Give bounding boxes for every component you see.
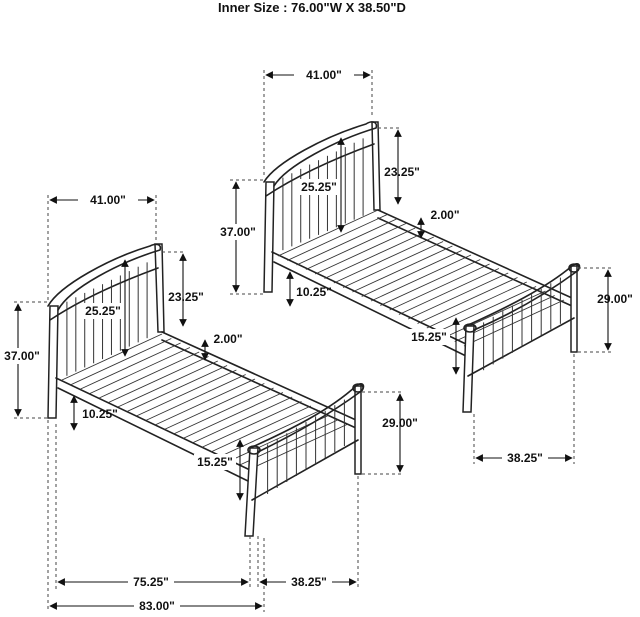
bed-right-drawing bbox=[263, 121, 581, 413]
left-overall-length-label: 83.00" bbox=[139, 599, 175, 613]
right-total-height-label: 37.00" bbox=[220, 225, 256, 239]
bed-left-labels: 41.00" 37.00" 25.25" 23.25" 2.00" 10.25"… bbox=[0, 192, 418, 614]
left-leg-height-label: 10.25" bbox=[82, 407, 118, 421]
right-headboard-width-label: 41.00" bbox=[306, 68, 342, 82]
right-footboard-depth-label: 38.25" bbox=[507, 451, 543, 465]
left-slat-gap-label: 2.00" bbox=[213, 332, 242, 346]
left-headboard-width-label: 41.00" bbox=[90, 193, 126, 207]
left-total-height-label: 37.00" bbox=[4, 349, 40, 363]
left-headboard-panel-label: 25.25" bbox=[85, 304, 121, 318]
inner-size-title: Inner Size : 76.00"W X 38.50"D bbox=[218, 0, 406, 15]
right-slat-gap-label: 2.00" bbox=[430, 208, 459, 222]
left-footboard-panel-label: 15.25" bbox=[197, 455, 233, 469]
right-headboard-upper-label: 23.25" bbox=[384, 165, 420, 179]
left-footboard-height-label: 29.00" bbox=[382, 416, 418, 430]
bed-right-labels: 41.00" 37.00" 25.25" 23.25" 2.00" 10.25"… bbox=[216, 67, 633, 466]
right-leg-height-label: 10.25" bbox=[296, 285, 332, 299]
bed-left-drawing bbox=[47, 243, 365, 537]
right-headboard-panel-label: 25.25" bbox=[301, 180, 337, 194]
left-headboard-upper-label: 23.25" bbox=[168, 290, 204, 304]
right-footboard-height-label: 29.00" bbox=[597, 292, 633, 306]
right-footboard-panel-label: 15.25" bbox=[411, 330, 447, 344]
left-footboard-depth-label: 38.25" bbox=[291, 575, 327, 589]
left-inner-length-label: 75.25" bbox=[133, 575, 169, 589]
